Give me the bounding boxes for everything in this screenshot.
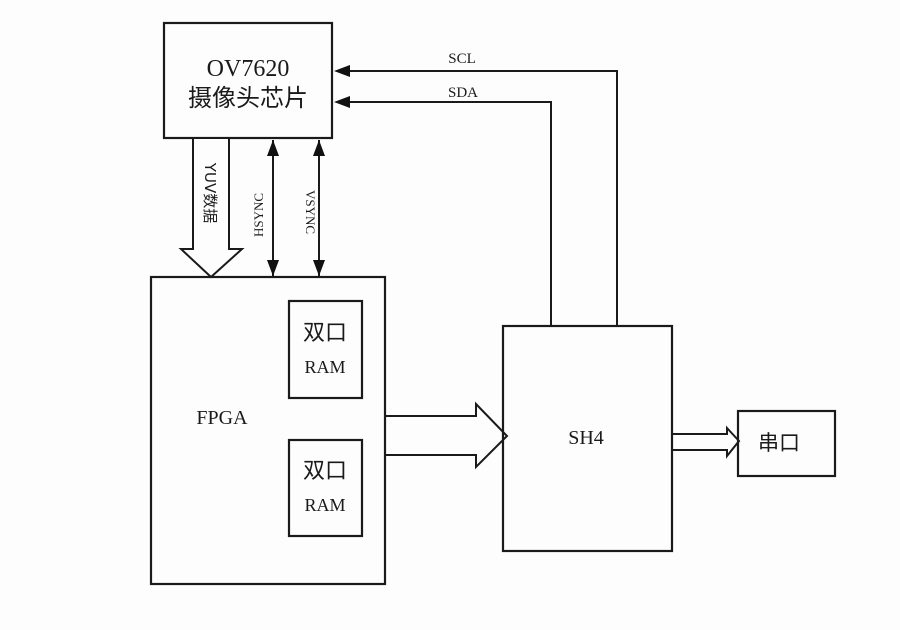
hsync-label: HSYNC <box>251 193 266 237</box>
scl-connection: SCL <box>334 51 618 326</box>
serial-port-box <box>736 409 837 478</box>
vsync-down-arrowhead-icon <box>313 260 325 276</box>
sda-line <box>342 101 552 326</box>
vsync-up-arrowhead-icon <box>313 140 325 156</box>
fpga-to-sh4-arrow <box>385 401 509 470</box>
fpga-label: FPGA <box>196 407 248 429</box>
camera-chip-label: 摄像头芯片 <box>188 84 308 112</box>
hsync-up-arrowhead-icon <box>267 140 279 156</box>
vsync-label: VSYNC <box>303 190 318 234</box>
fpga-node: FPGA <box>149 275 387 586</box>
yuv-data-label: YUV数据 <box>201 162 219 223</box>
camera-chip-box <box>162 21 334 140</box>
yuv-data-arrow: YUV数据 <box>178 137 245 279</box>
yuv-arrow-shape <box>178 137 245 279</box>
camera-chip-model: OV7620 <box>207 56 290 82</box>
dual-port-ram-2: 双口 RAM <box>287 438 364 538</box>
fpga-to-sh4-arrow-shape <box>385 401 509 470</box>
scl-label: SCL <box>448 51 476 67</box>
serial-port-node: 串口 <box>736 409 837 478</box>
dual-port-ram-1: 双口 RAM <box>287 299 364 400</box>
sda-label: SDA <box>448 85 478 101</box>
hsync-down-arrowhead-icon <box>267 260 279 276</box>
serial-port-label: 串口 <box>758 431 800 455</box>
scl-arrowhead-icon <box>334 65 350 77</box>
ram2-label-line2: RAM <box>304 495 345 515</box>
ram2-label-line1: 双口 <box>303 459 347 484</box>
sh4-to-serial-arrow <box>672 425 741 459</box>
camera-chip-node: OV7620 摄像头芯片 <box>162 21 334 140</box>
sda-arrowhead-icon <box>334 96 350 108</box>
sda-connection: SDA <box>334 85 552 326</box>
ram1-label-line1: 双口 <box>303 321 347 346</box>
ram1-label-line2: RAM <box>304 357 345 377</box>
scl-line <box>342 70 618 326</box>
sh4-label: SH4 <box>568 427 604 449</box>
hsync-connection: HSYNC <box>251 140 279 276</box>
fpga-box <box>149 275 387 586</box>
ram1-box <box>287 299 364 400</box>
sh4-node: SH4 <box>501 324 674 553</box>
sh4-to-serial-arrow-shape <box>672 425 741 459</box>
ram2-box <box>287 438 364 538</box>
sh4-box <box>501 324 674 553</box>
vsync-connection: VSYNC <box>303 140 325 276</box>
